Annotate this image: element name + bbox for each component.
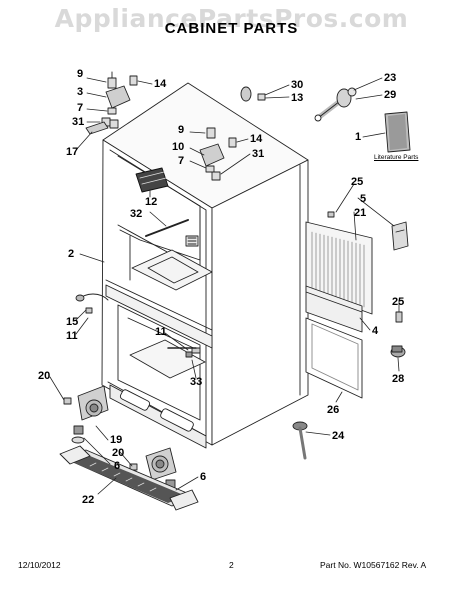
callout-23: 23 <box>384 72 397 84</box>
panel-26 <box>305 317 363 399</box>
callout-25-upper: 25 <box>351 176 364 188</box>
clip-25-28 <box>390 311 406 358</box>
callout-7-upper-right: 7 <box>178 155 185 167</box>
callout-20-low: 20 <box>112 447 125 459</box>
footer-part-no: Part No. W10567162 Rev. A <box>320 560 427 570</box>
callout-6-right: 6 <box>200 471 207 483</box>
callout-1: 1 <box>355 131 362 143</box>
clip-30-13 <box>240 86 266 102</box>
callout-9-upper-right: 9 <box>178 124 185 136</box>
bracket-11 <box>167 347 201 358</box>
callout-15: 15 <box>66 316 79 328</box>
callout-5: 5 <box>360 193 367 205</box>
light-housing-12 <box>135 167 169 193</box>
literature-booklet <box>384 111 411 153</box>
callout-33: 33 <box>190 376 203 388</box>
callout-11-left: 11 <box>66 330 78 342</box>
callout-3: 3 <box>77 86 84 98</box>
upper-left-hinge <box>85 71 138 135</box>
callout-29: 29 <box>384 89 397 101</box>
literature-parts-label: Literature Parts <box>374 154 419 161</box>
callout-6-left: 6 <box>114 460 121 472</box>
callout-30: 30 <box>291 79 304 91</box>
callout-24: 24 <box>332 430 345 442</box>
callout-11-mid: 11 <box>155 326 167 338</box>
cabinet-outline <box>101 82 309 449</box>
footer-date: 12/10/2012 <box>18 560 61 570</box>
upper-right-hinge <box>199 127 237 181</box>
callout-13: 13 <box>291 92 304 104</box>
callout-2: 2 <box>68 248 75 260</box>
watermark: AppliancePartsPros.com <box>54 4 409 33</box>
callout-25-right: 25 <box>392 296 405 308</box>
callout-9-upper-left: 9 <box>77 68 84 80</box>
callout-17: 17 <box>66 146 79 158</box>
callout-28: 28 <box>392 373 405 385</box>
callout-19: 19 <box>110 434 123 446</box>
callout-32: 32 <box>130 208 143 220</box>
callout-31-upper-left: 31 <box>72 116 85 128</box>
base-rail-22 <box>59 445 199 511</box>
callout-7-upper-left: 7 <box>77 102 84 114</box>
footer-page: 2 <box>229 560 234 570</box>
callout-22: 22 <box>82 494 95 506</box>
leader-lines <box>49 77 400 495</box>
callout-31-upper-right: 31 <box>252 148 265 160</box>
callout-14-upper-right: 14 <box>250 133 263 145</box>
bracket-5 <box>391 221 409 251</box>
grille-4 <box>305 285 363 333</box>
valve-23-29 <box>314 87 357 122</box>
callout-14-upper-left: 14 <box>154 78 167 90</box>
callout-20-left: 20 <box>38 370 51 382</box>
tool-24 <box>292 421 308 460</box>
page-title: CABINET PARTS <box>164 20 299 37</box>
roller-left <box>63 385 109 444</box>
rear-cover-21 <box>305 221 373 315</box>
callout-26: 26 <box>327 404 340 416</box>
callout-4: 4 <box>372 325 379 337</box>
callout-12: 12 <box>145 196 158 208</box>
callout-21: 21 <box>354 207 367 219</box>
wire-harness-15 <box>75 293 109 314</box>
callout-10: 10 <box>172 141 185 153</box>
